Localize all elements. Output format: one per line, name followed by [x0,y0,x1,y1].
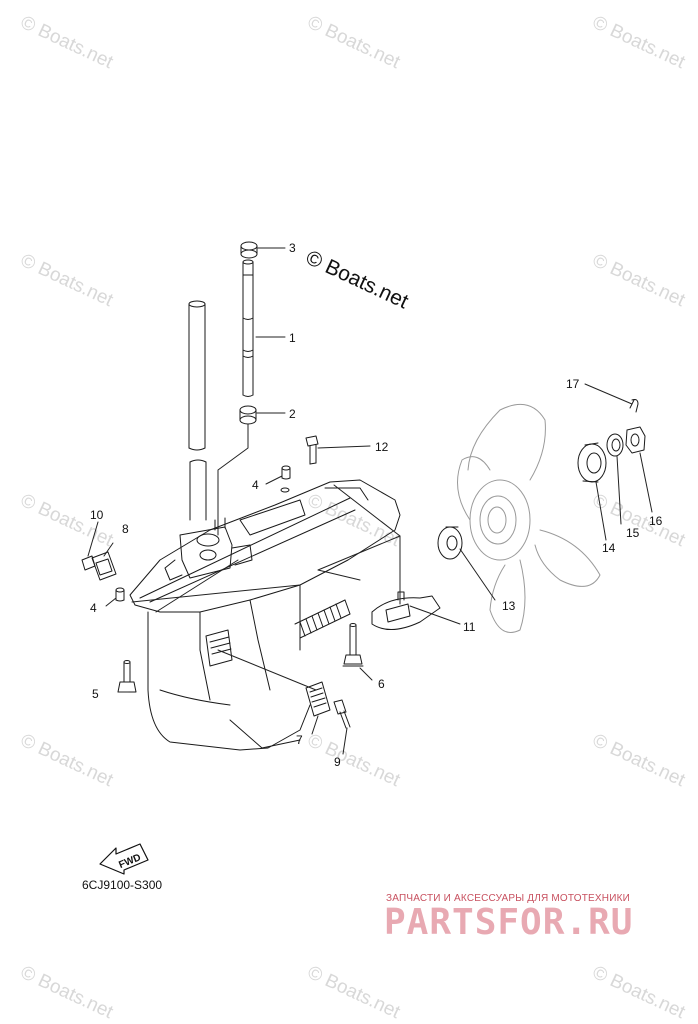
callout-17: 17 [566,377,580,391]
cotter-pin-part-17 [629,399,639,413]
callout-7: 7 [296,733,303,747]
callout-6: 6 [378,677,385,691]
fwd-arrow-icon: FWD [99,843,149,875]
dowel-pin-part-4-lower [115,587,125,602]
propeller-shaft [294,599,351,639]
callout-14: 14 [602,541,616,555]
washer-part-15 [606,433,624,457]
bushing-part-3 [240,241,258,259]
spacer-part-14 [577,442,607,483]
callout-8: 8 [122,522,129,536]
callout-13: 13 [502,599,516,613]
bushing-part-2 [239,405,257,425]
leader-lines [87,247,653,755]
callout-4-upper: 4 [252,478,259,492]
footer-logo: PARTSFOR.RU [384,902,634,943]
diagram-code: 6CJ9100-S300 [82,878,163,892]
callout-15: 15 [626,526,640,540]
thrust-washer-part-13 [437,526,463,560]
bolt-part-6 [342,623,364,667]
grommet-part-8 [91,551,117,581]
dowel-pin-part-4-upper [281,465,291,480]
callout-12: 12 [375,440,389,454]
propeller [457,403,601,633]
callout-1: 1 [289,331,296,345]
screw-part-9 [333,699,351,729]
callout-9: 9 [334,755,341,769]
bolt-part-5 [117,660,137,693]
callout-3: 3 [289,241,296,255]
nut-part-16 [625,426,646,454]
bolt-part-12 [305,435,319,465]
callout-4-lower: 4 [90,601,97,615]
shift-rod-part-1 [242,259,254,397]
lower-unit-housing [129,479,401,751]
callout-5: 5 [92,687,99,701]
nut-part-10 [81,555,96,571]
callout-10: 10 [90,508,104,522]
callout-2: 2 [289,407,296,421]
callout-16: 16 [649,514,663,528]
drive-shaft [188,300,207,521]
trim-tab-part-11 [371,591,441,630]
callout-11: 11 [463,620,476,634]
callout-numbers: 1 2 3 4 4 5 6 7 8 9 10 11 12 13 14 15 16… [90,241,663,769]
footer-tagline: ЗАПЧАСТИ И АКСЕССУАРЫ ДЛЯ МОТОТЕХНИКИ [386,893,631,904]
parts-diagram: 1 2 3 4 4 5 6 7 8 9 10 11 12 13 14 15 16… [81,241,663,769]
